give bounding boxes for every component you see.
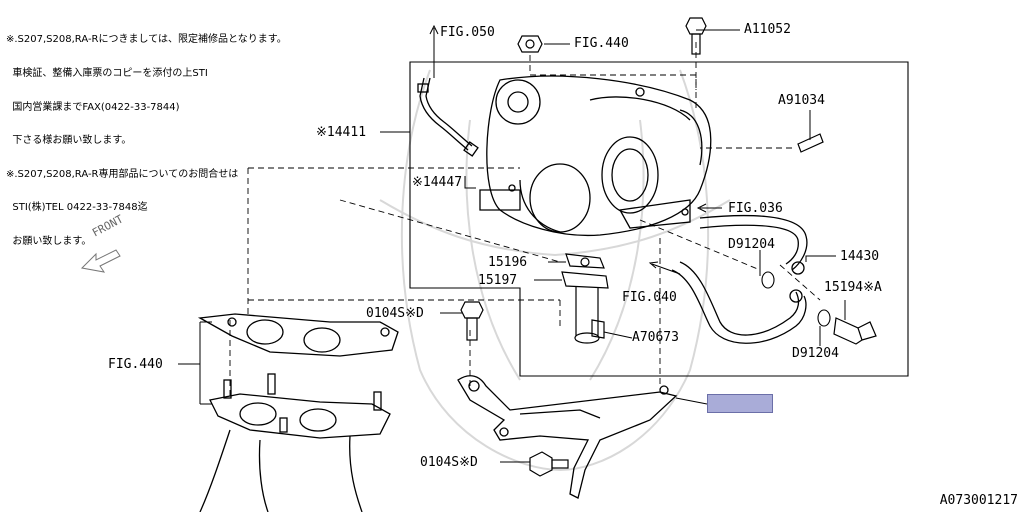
label-0104s-bottom: 0104S※D <box>420 455 478 470</box>
label-fig440-top[interactable]: FIG.440 <box>574 36 629 51</box>
front-arrow <box>80 249 121 273</box>
dashed-guide-lines <box>229 42 821 400</box>
label-a11052: A11052 <box>744 22 791 37</box>
label-d91204-a: D91204 <box>728 237 775 252</box>
leader-lines <box>178 24 846 463</box>
oil-feed-pipe <box>417 77 479 157</box>
highlight-box <box>707 394 773 413</box>
gasket-d91204 <box>761 271 831 327</box>
oil-drain-parts <box>561 253 609 344</box>
bolt-15194 <box>833 317 877 345</box>
note-line: 国内営業課までFAX(0422-33-7844) <box>6 101 180 113</box>
label-14411: ※14411 <box>316 125 367 140</box>
label-fig440-left[interactable]: FIG.440 <box>108 357 163 372</box>
nut-fig440 <box>517 35 543 53</box>
label-a70673: A70673 <box>632 330 679 345</box>
turbocharger-drawing <box>479 75 712 237</box>
note-line: 車検証、整備入庫票のコピーを添付の上STI <box>6 68 208 80</box>
label-0104s-top: 0104S※D <box>366 306 424 321</box>
label-14447: ※14447 <box>412 175 463 190</box>
bolt-0104s-bottom <box>529 451 569 477</box>
note-line: ※.S207,S208,RA-Rにつきましては、限定補修品となります。 <box>6 34 287 46</box>
assembly-box-outline <box>409 61 909 377</box>
notes-block: ※.S207,S208,RA-Rにつきましては、限定補修品となります。 車検証、… <box>6 12 287 270</box>
label-14430: 14430 <box>840 249 880 264</box>
note-line: 下さる様お願い致します。 <box>6 135 132 147</box>
label-15196: 15196 <box>488 255 528 270</box>
label-fig040[interactable]: FIG.040 <box>622 290 677 305</box>
reference-code: A073001217 <box>939 493 1018 508</box>
water-pipe-14430 <box>671 214 808 344</box>
note-line: お願い致します。 <box>6 236 92 248</box>
note-line: ※.S207,S208,RA-R専用部品についてのお問合せは <box>6 168 239 180</box>
label-15197: 15197 <box>478 273 518 288</box>
watermark-logo <box>379 69 731 472</box>
label-fig036[interactable]: FIG.036 <box>728 201 783 216</box>
label-fig050[interactable]: FIG.050 <box>440 25 495 40</box>
label-15194: 15194※A <box>824 280 882 295</box>
bolt-a11052 <box>685 17 707 55</box>
note-line: STI(株)TEL 0422-33-7848迄 <box>6 202 148 214</box>
stud-a91034 <box>797 133 824 153</box>
label-a91034: A91034 <box>778 93 825 108</box>
label-d91204-b: D91204 <box>792 346 839 361</box>
exhaust-flange <box>197 313 399 512</box>
bolt-0104s-top <box>460 301 484 341</box>
turbo-bracket <box>457 375 678 499</box>
